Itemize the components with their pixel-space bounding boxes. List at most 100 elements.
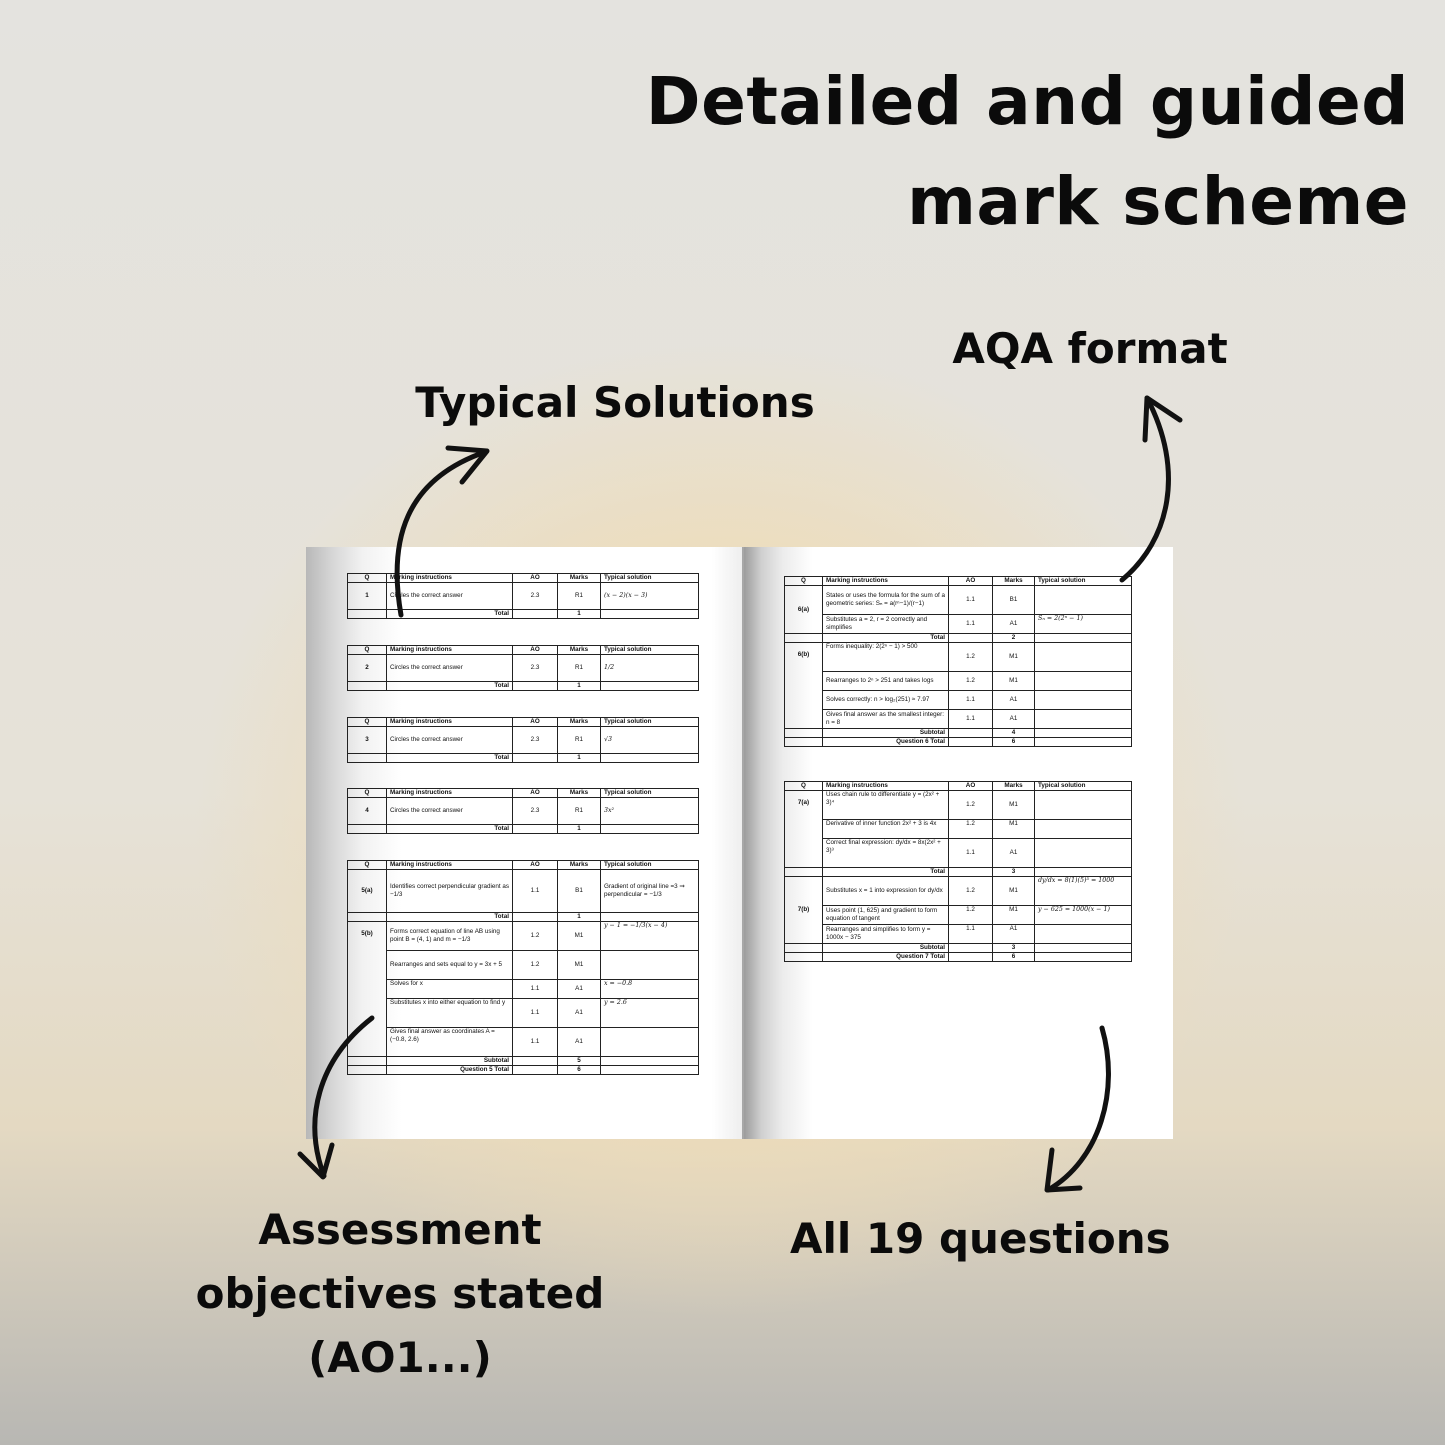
typical-solution — [1034, 585, 1132, 615]
mark-code: A1 — [992, 614, 1035, 634]
mark-code: A1 — [992, 924, 1035, 944]
col-ao: AO — [948, 781, 993, 791]
col-marking-instructions: Marking instructions — [822, 781, 949, 791]
headline: Detailed and guided mark scheme — [609, 52, 1409, 252]
marking-instruction: Derivative of inner function 2x² + 3 is … — [822, 819, 949, 839]
total-label: Total — [386, 609, 513, 619]
typical-solution: y = 2.6 — [600, 998, 699, 1028]
col-ao: AO — [512, 788, 558, 798]
col-marks: Marks — [557, 717, 601, 727]
col-marks: Marks — [557, 788, 601, 798]
marking-instruction: Rearranges to 2ⁿ > 251 and takes logs — [822, 671, 949, 691]
mark-code: M1 — [992, 819, 1035, 839]
col-marks: Marks — [992, 781, 1035, 791]
subtotal-label: Subtotal — [386, 1056, 513, 1066]
col-typical-solution: Typical solution — [1034, 576, 1132, 586]
marking-instruction: Substitutes a = 2, r = 2 correctly and s… — [822, 614, 949, 634]
ao-value: 1.1 — [512, 1027, 558, 1057]
subtotal-label: Subtotal — [822, 943, 949, 953]
typical-solution: (x − 2)(x − 3) — [600, 582, 699, 610]
question-number: 2 — [347, 654, 387, 682]
mark-code: A1 — [557, 979, 601, 999]
mark-code: M1 — [557, 950, 601, 980]
marking-instruction: Gives final answer as coordinates A = (−… — [386, 1027, 513, 1057]
typical-solution — [1034, 790, 1132, 820]
col-typical-solution: Typical solution — [600, 645, 699, 655]
ao-value: 1.1 — [948, 690, 993, 710]
question-number: 6(b) — [784, 642, 823, 729]
ao-value: 1.2 — [948, 642, 993, 672]
ao-value: 1.2 — [948, 876, 993, 906]
mark-code: R1 — [557, 582, 601, 610]
typical-solution: √3 — [600, 726, 699, 754]
mark-code: A1 — [992, 709, 1035, 729]
mark-code: A1 — [557, 1027, 601, 1057]
col-marks: Marks — [992, 576, 1035, 586]
ao-value: 1.2 — [948, 819, 993, 839]
ao-value: 1.2 — [948, 671, 993, 691]
ao-value: 2.3 — [512, 797, 558, 825]
ao-value: 1.1 — [948, 614, 993, 634]
mark-code: R1 — [557, 654, 601, 682]
marking-instruction: Circles the correct answer — [386, 726, 513, 754]
marking-instruction: Identifies correct perpendicular gradien… — [386, 869, 513, 913]
question-number: 5(a) — [347, 869, 387, 913]
typical-solution — [1034, 924, 1132, 944]
typical-solution: y − 1 = −1/3(x − 4) — [600, 921, 699, 951]
ao-value: 1.2 — [512, 921, 558, 951]
typical-solution — [600, 1027, 699, 1057]
col-q: Q — [347, 788, 387, 798]
ao-value: 2.3 — [512, 582, 558, 610]
col-marks: Marks — [557, 860, 601, 870]
mark-code: M1 — [992, 876, 1035, 906]
col-marks: Marks — [557, 645, 601, 655]
total-value: 1 — [557, 912, 601, 922]
col-marking-instructions: Marking instructions — [822, 576, 949, 586]
headline-line-2: mark scheme — [907, 163, 1409, 240]
marking-instruction: Circles the correct answer — [386, 797, 513, 825]
marking-instruction: Forms inequality: 2(2ⁿ − 1) > 500 — [822, 642, 949, 672]
total-label: Total — [386, 824, 513, 834]
col-typical-solution: Typical solution — [600, 573, 699, 583]
question-total-value: 6 — [992, 737, 1035, 747]
typical-solution — [1034, 838, 1132, 868]
ao-value: 1.1 — [512, 979, 558, 999]
typical-solution: 1/2 — [600, 654, 699, 682]
col-q: Q — [347, 573, 387, 583]
total-value: 3 — [992, 867, 1035, 877]
col-typical-solution: Typical solution — [600, 717, 699, 727]
ao-value: 2.3 — [512, 654, 558, 682]
ao-value: 1.2 — [512, 950, 558, 980]
marking-instruction: Uses chain rule to differentiate y = (2x… — [822, 790, 949, 820]
callout-all-questions: All 19 questions — [790, 1214, 1171, 1263]
marking-instruction: Rearranges and sets equal to y = 3x + 5 — [386, 950, 513, 980]
mark-code: A1 — [557, 998, 601, 1028]
col-q: Q — [784, 781, 823, 791]
question-total-value: 6 — [992, 952, 1035, 962]
ao-value: 1.2 — [948, 905, 993, 925]
subtotal-value: 4 — [992, 728, 1035, 738]
col-marking-instructions: Marking instructions — [386, 860, 513, 870]
marking-instruction: Forms correct equation of line AB using … — [386, 921, 513, 951]
ao-value: 2.3 — [512, 726, 558, 754]
question-number: 7(a) — [784, 790, 823, 868]
total-value: 1 — [557, 681, 601, 691]
typical-solution: dy/dx = 8(1)(5)³ = 1000 — [1034, 876, 1132, 906]
ao-value: 1.1 — [948, 585, 993, 615]
col-marking-instructions: Marking instructions — [386, 645, 513, 655]
typical-solution — [1034, 690, 1132, 710]
col-typical-solution: Typical solution — [600, 860, 699, 870]
typical-solution — [600, 950, 699, 980]
marking-instruction: Correct final expression: dy/dx = 8x(2x²… — [822, 838, 949, 868]
col-marking-instructions: Marking instructions — [386, 717, 513, 727]
typical-solution — [1034, 671, 1132, 691]
mark-code: M1 — [992, 790, 1035, 820]
